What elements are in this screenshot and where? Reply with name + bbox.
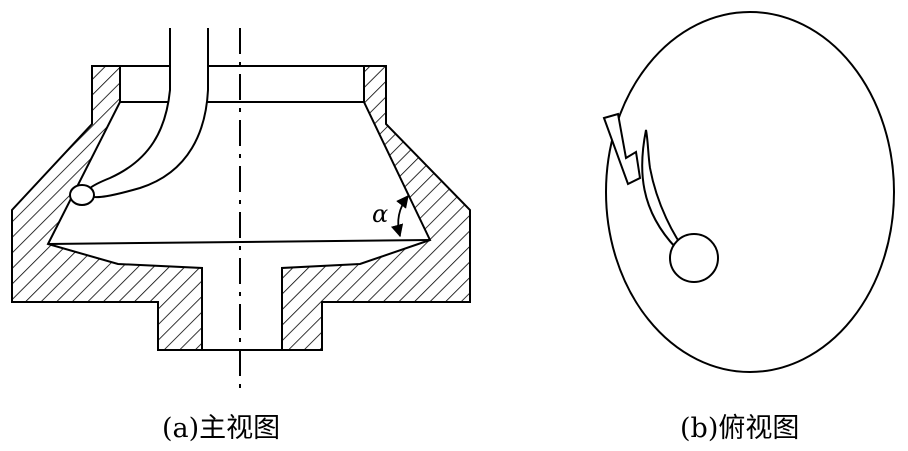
front-view-caption: (a)主视图 <box>162 413 280 444</box>
tool-tip-ball <box>69 184 95 206</box>
tool-blade <box>602 112 642 186</box>
top-view-outer-circle <box>605 11 895 373</box>
top-view: (b)俯视图 <box>602 11 895 444</box>
angle-arc <box>390 195 409 238</box>
angle-alpha-label: α <box>372 200 388 228</box>
front-view: α (a)主视图 <box>11 28 471 444</box>
tool-ball <box>669 233 719 283</box>
cone-base-line <box>47 239 431 245</box>
top-view-caption: (b)俯视图 <box>680 413 799 444</box>
